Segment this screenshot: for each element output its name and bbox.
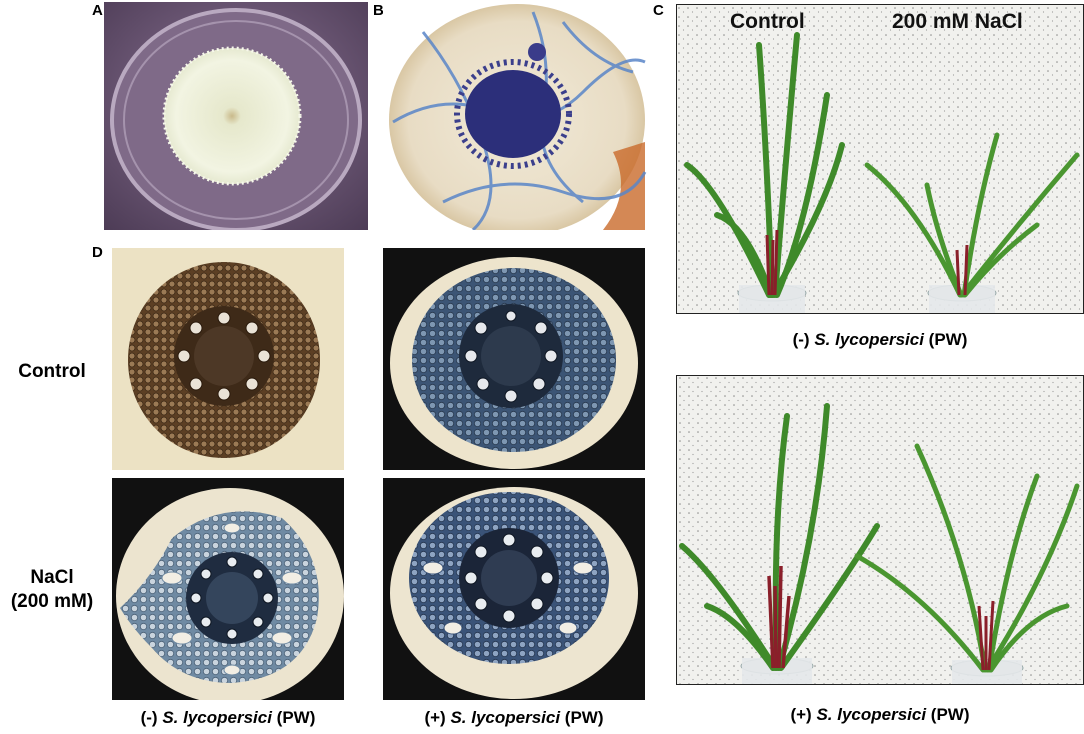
- plants-photo-without-endophyte: [676, 4, 1084, 314]
- panel-letter-a: A: [92, 2, 103, 19]
- caption-d-with-endophyte: (+) S. lycopersici (PW): [424, 708, 604, 727]
- row-label-control: Control: [18, 361, 86, 382]
- root-section-control-with-endophyte: [383, 248, 645, 470]
- caption-d-without-endophyte: (-) S. lycopersici (PW): [140, 708, 316, 727]
- row-label-nacl: NaCl (200 mM): [0, 566, 104, 614]
- row-label-nacl-line2: (200 mM): [10, 590, 94, 612]
- panel-letter-b: B: [373, 2, 384, 19]
- column-label-control: Control: [730, 10, 805, 33]
- row-label-nacl-line1: NaCl: [30, 567, 74, 588]
- root-section-control-without-endophyte: [112, 248, 344, 470]
- column-label-salt: 200 mM NaCl: [892, 10, 1023, 33]
- root-section-nacl-with-endophyte: [383, 478, 645, 700]
- hyphae-micrograph: [383, 2, 647, 230]
- root-section-nacl-without-endophyte: [112, 478, 344, 700]
- panel-letter-d: D: [92, 244, 103, 261]
- caption-c-with-endophyte: (+) S. lycopersici (PW): [790, 705, 970, 724]
- plants-photo-with-endophyte: [676, 375, 1084, 685]
- petri-dish-photo: [104, 2, 368, 230]
- caption-c-without-endophyte: (-) S. lycopersici (PW): [792, 330, 968, 349]
- panel-letter-c: C: [653, 2, 664, 19]
